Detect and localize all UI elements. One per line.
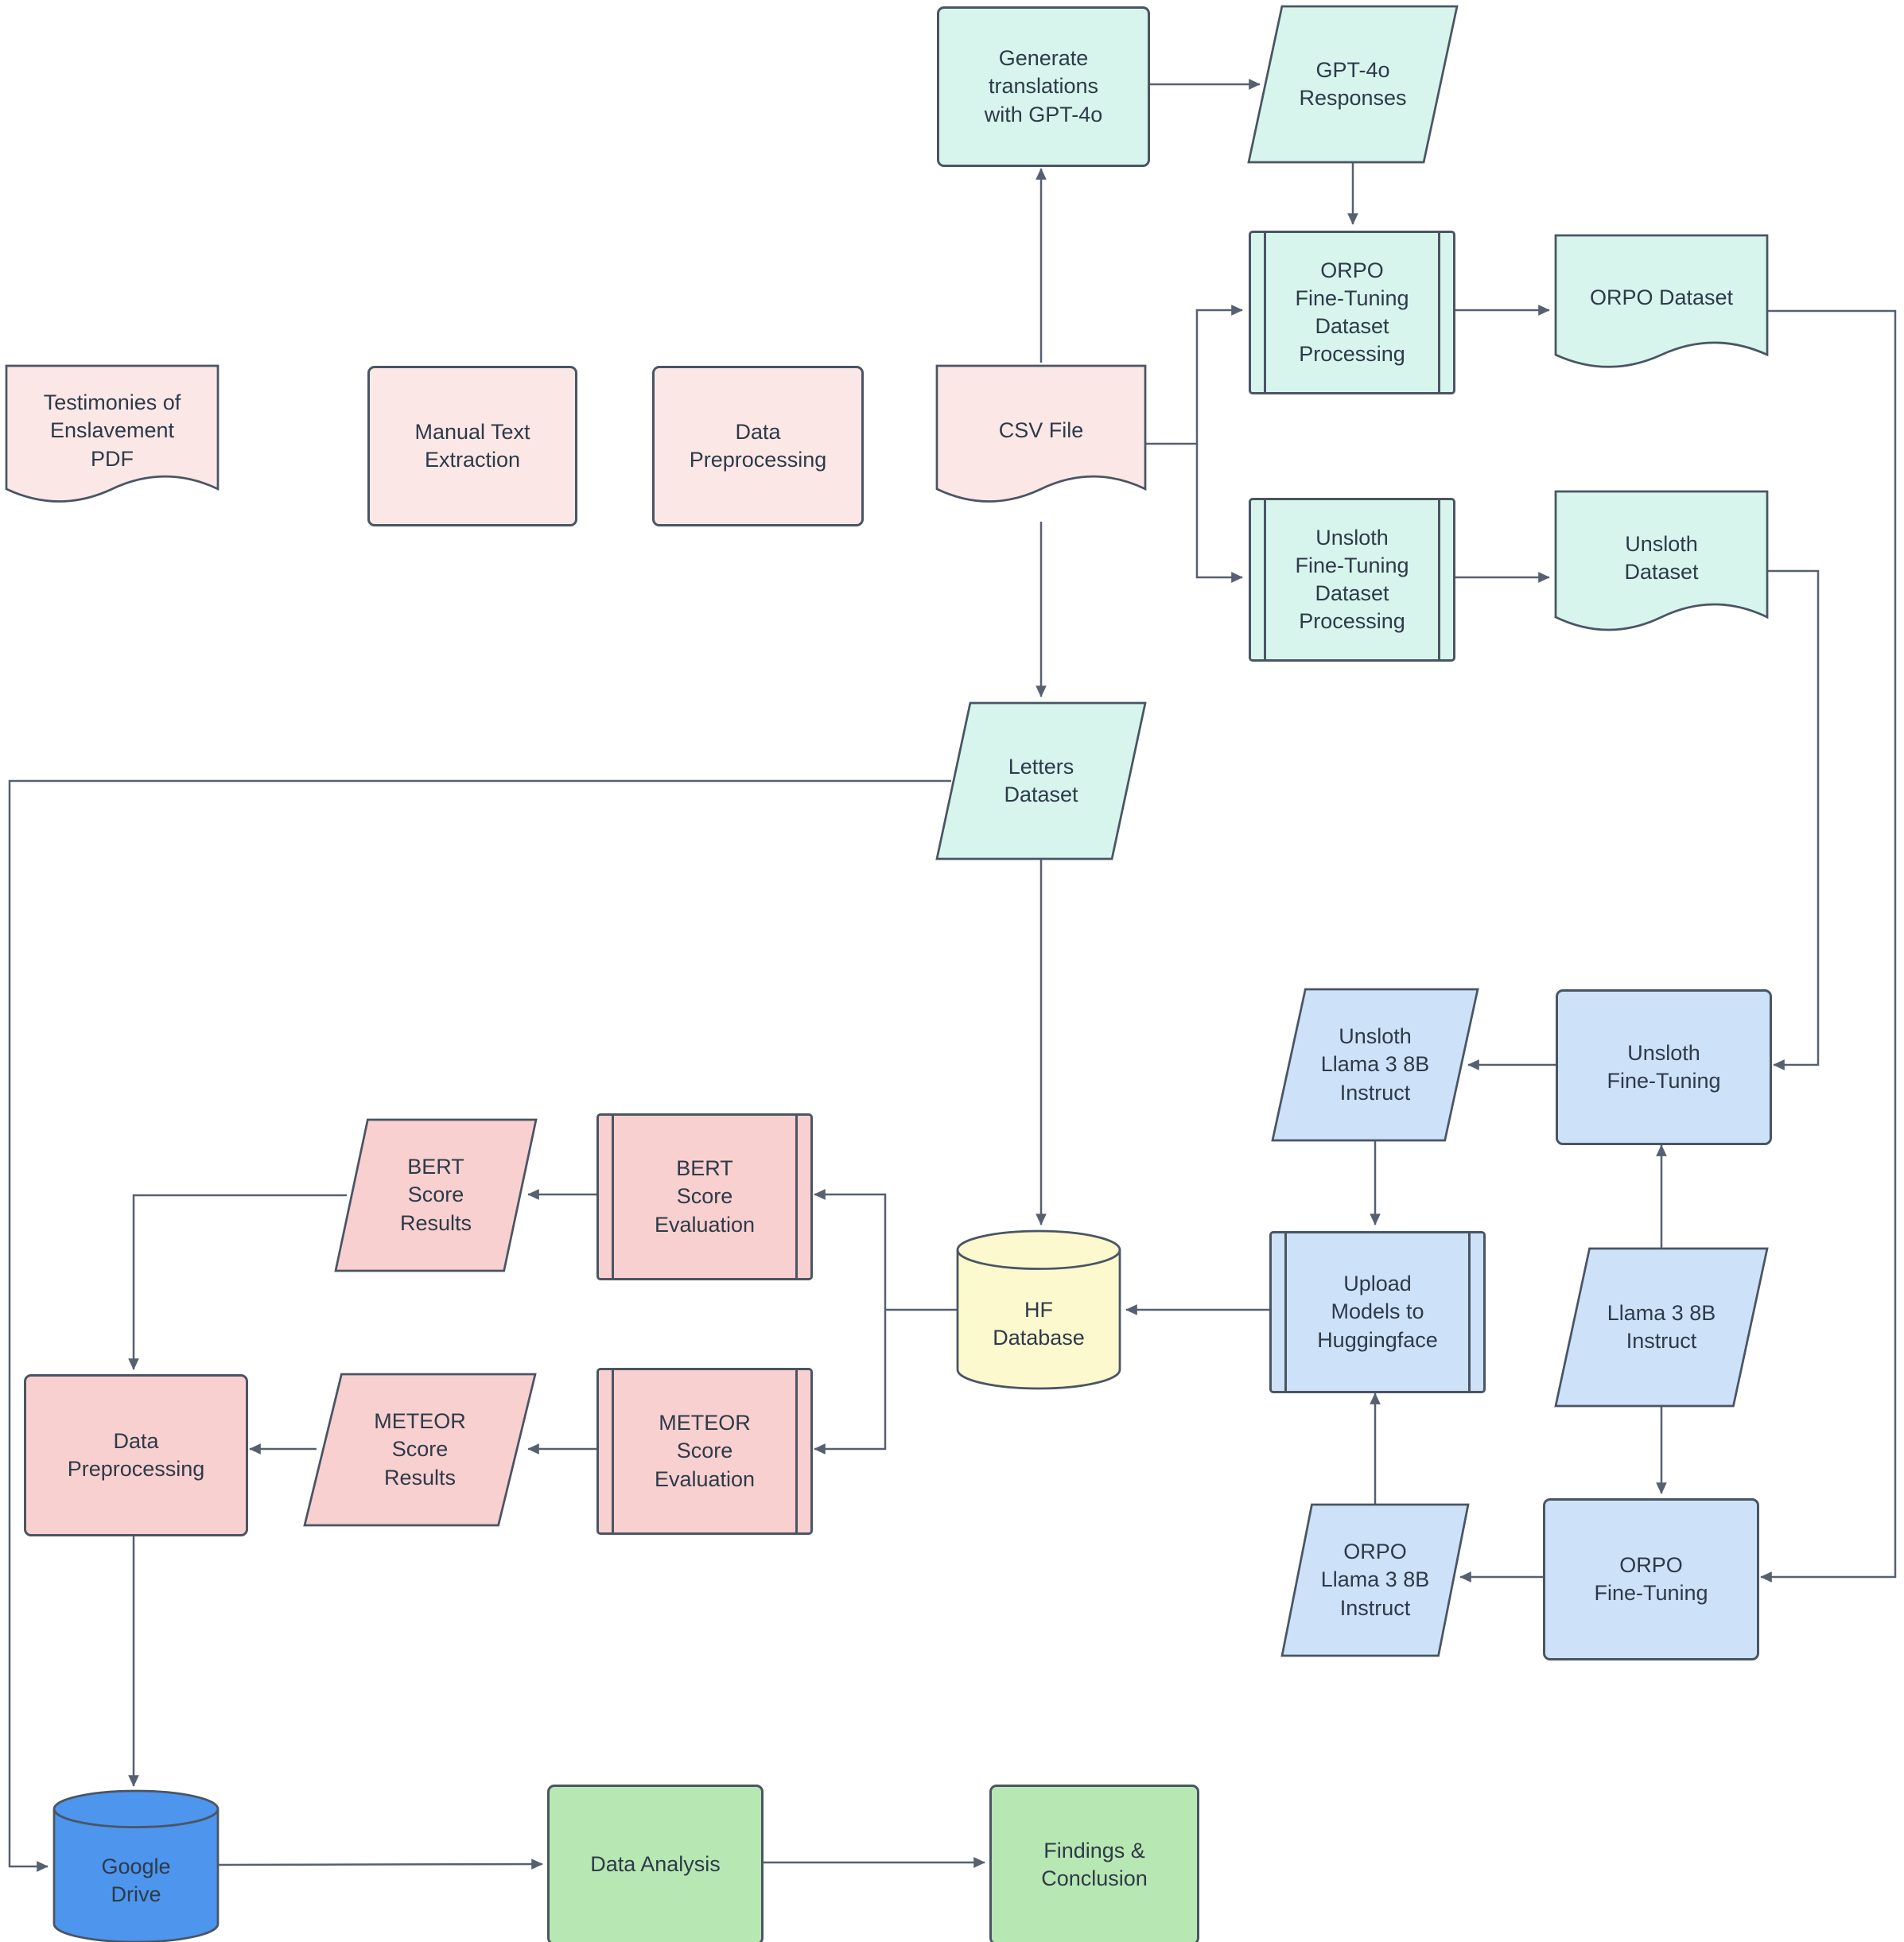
node-testimonies-pdf: Testimonies of Enslavement PDF: [6, 366, 218, 522]
node-label: Google Drive: [101, 1854, 171, 1906]
node-label: BERT Score Results: [399, 1155, 472, 1235]
node-findings-conclusion: Findings & Conclusion: [989, 1785, 1199, 1942]
node-label: ORPO Fine-Tuning: [1594, 1552, 1708, 1605]
edge-hf-to-meteor-evaluation: [814, 1310, 887, 1455]
node-unsloth-ft-dataset-processing: Unsloth Fine-Tuning Dataset Processing: [1249, 498, 1455, 662]
node-bert-score-results: BERT Score Results: [336, 1120, 536, 1271]
node-unsloth-llama-instruct: Unsloth Llama 3 8B Instruct: [1273, 989, 1478, 1140]
parallelogram-shape: [305, 1374, 535, 1525]
node-manual-text-extraction: Manual Text Extraction: [367, 366, 577, 526]
node-label: METEOR Score Results: [374, 1409, 466, 1490]
document-shape: [1556, 235, 1767, 386]
node-orpo-llama-instruct: ORPO Llama 3 8B Instruct: [1282, 1505, 1468, 1656]
node-label: Unsloth Fine-Tuning: [1607, 1040, 1721, 1093]
node-label: Manual Text Extraction: [414, 419, 530, 472]
node-label: Testimonies of Enslavement PDF: [43, 390, 181, 471]
node-google-drive: Google Drive: [54, 1791, 218, 1942]
document-shape: [1556, 491, 1767, 651]
node-bert-score-evaluation: BERT Score Evaluation: [596, 1113, 813, 1280]
node-csv-file: CSV File: [937, 366, 1145, 522]
node-unsloth-dataset: Unsloth Dataset: [1556, 491, 1767, 651]
node-hf-database: HF Database: [958, 1231, 1120, 1389]
node-meteor-score-evaluation: METEOR Score Evaluation: [596, 1368, 813, 1535]
parallelogram-shape: [336, 1120, 536, 1271]
node-letters-dataset: Letters Dataset: [937, 703, 1145, 859]
node-label: ORPO Fine-Tuning Dataset Processing: [1295, 258, 1409, 367]
node-data-analysis: Data Analysis: [547, 1785, 764, 1942]
node-label: Unsloth Dataset: [1624, 531, 1699, 584]
node-label: METEOR Score Evaluation: [654, 1411, 756, 1491]
node-label: Letters Dataset: [1004, 754, 1078, 806]
node-data-preprocessing-bottom: Data Preprocessing: [24, 1374, 248, 1536]
node-label: Llama 3 8B Instruct: [1607, 1300, 1716, 1353]
node-orpo-dataset: ORPO Dataset: [1556, 235, 1767, 386]
node-data-preprocessing-top: Data Preprocessing: [652, 366, 864, 526]
node-meteor-score-results: METEOR Score Results: [305, 1374, 535, 1525]
parallelogram-shape: [1273, 989, 1478, 1140]
document-shape: [6, 366, 218, 522]
parallelogram-shape: [937, 703, 1145, 859]
node-label: GPT-4o Responses: [1299, 57, 1407, 110]
node-unsloth-fine-tuning: Unsloth Fine-Tuning: [1556, 989, 1772, 1145]
document-shape: [937, 366, 1145, 522]
edge-orpo-dataset-to-orpo-finetuning: [1760, 309, 1897, 1583]
node-llama-instruct: Llama 3 8B Instruct: [1556, 1249, 1767, 1406]
node-label: HF Database: [993, 1297, 1085, 1350]
node-label: Unsloth Llama 3 8B Instruct: [1320, 1024, 1430, 1105]
node-label: ORPO Dataset: [1589, 285, 1734, 310]
edge-hf-to-bert-evaluation: [814, 1189, 958, 1311]
edge-csv-to-orpo-processing: [1145, 305, 1243, 445]
node-label: CSV File: [998, 418, 1084, 443]
parallelogram-shape: [1282, 1505, 1468, 1656]
node-gpt4o-responses: GPT-4o Responses: [1249, 6, 1457, 162]
edge-letters-to-google-drive: [8, 779, 951, 1872]
database-cylinder-shape: [54, 1791, 218, 1942]
node-label: BERT Score Evaluation: [654, 1156, 756, 1237]
node-label: Findings & Conclusion: [1041, 1838, 1148, 1890]
node-label: Data Preprocessing: [689, 419, 827, 472]
node-label: Data Analysis: [590, 1852, 721, 1877]
edge-bert-results-to-data-preprocessing: [128, 1194, 347, 1370]
parallelogram-shape: [1249, 6, 1457, 162]
node-label: Unsloth Fine-Tuning Dataset Processing: [1295, 525, 1409, 634]
edge-csv-to-unsloth-processing: [1195, 444, 1243, 583]
node-orpo-ft-dataset-processing: ORPO Fine-Tuning Dataset Processing: [1249, 231, 1455, 394]
node-label: Data Preprocessing: [67, 1428, 205, 1481]
node-upload-models: Upload Models to Huggingface: [1269, 1231, 1486, 1393]
edge-google-drive-to-data-analysis: [217, 1858, 543, 1870]
node-orpo-fine-tuning: ORPO Fine-Tuning: [1543, 1498, 1759, 1660]
edge-unsloth-dataset-to-unsloth-finetuning: [1767, 569, 1820, 1070]
node-label: Generate translations with GPT-4o: [984, 46, 1103, 126]
node-label: Upload Models to Huggingface: [1317, 1272, 1438, 1352]
parallelogram-shape: [1556, 1249, 1767, 1406]
node-label: ORPO Llama 3 8B Instruct: [1320, 1540, 1430, 1620]
database-cylinder-shape: [958, 1231, 1120, 1389]
node-generate-translations: Generate translations with GPT-4o: [937, 6, 1150, 167]
